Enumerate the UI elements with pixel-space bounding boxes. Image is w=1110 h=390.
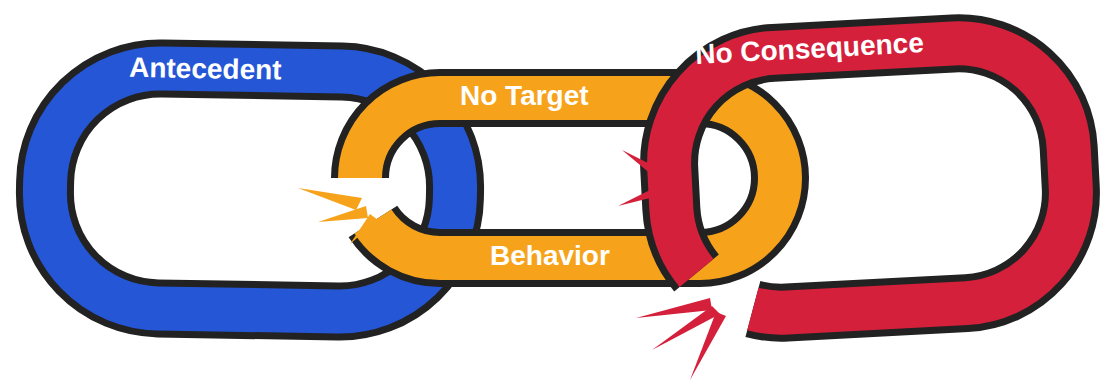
link-label: Antecedent <box>129 52 282 87</box>
chain-link: No Consequence <box>632 6 1108 350</box>
link-label: Behavior <box>490 240 610 272</box>
link-stroke <box>663 38 1076 319</box>
link-label: No Target <box>460 80 589 112</box>
link-stroke <box>663 38 1076 319</box>
burst-wedge <box>652 306 720 350</box>
burst-wedge <box>690 312 726 380</box>
link-stroke <box>360 98 780 258</box>
chain-link: No TargetBehavior <box>330 68 810 288</box>
burst-wedge <box>318 206 368 222</box>
burst-wedge <box>636 298 712 318</box>
link-stroke <box>360 98 780 258</box>
burst-wedge <box>298 188 362 210</box>
